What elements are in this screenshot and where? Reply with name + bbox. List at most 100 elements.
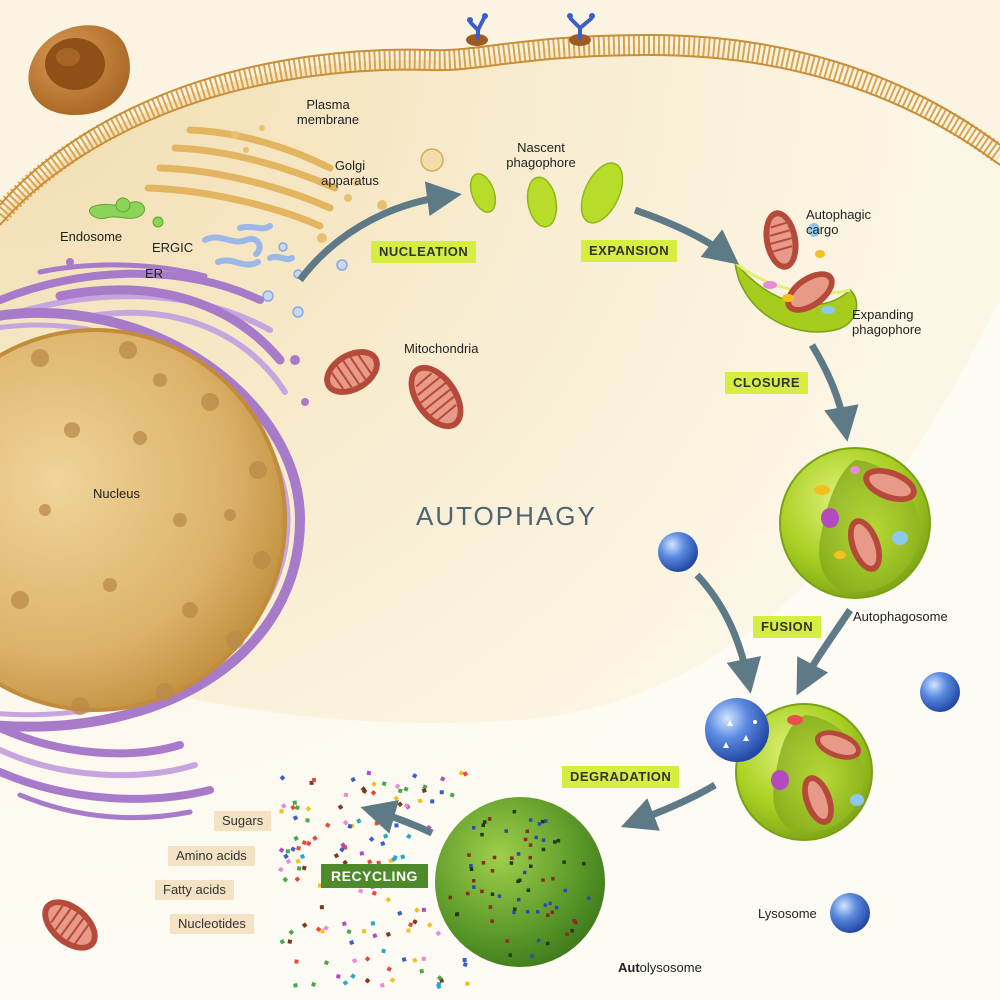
molecule-speck: [397, 910, 403, 916]
molecule-speck: [335, 974, 341, 979]
autolysosome: [435, 797, 605, 967]
degraded-fragment: [562, 860, 566, 864]
molecule-speck: [404, 803, 410, 808]
molecule-speck: [294, 805, 300, 811]
molecule-speck: [465, 981, 470, 986]
molecule-speck: [385, 931, 392, 937]
molecule-speck: [462, 771, 469, 777]
degraded-fragment: [513, 907, 517, 911]
degraded-fragment: [467, 853, 471, 857]
molecule-speck: [371, 890, 377, 896]
molecule-speck: [350, 776, 356, 783]
molecule-speck: [440, 776, 446, 782]
molecule-speck: [279, 775, 286, 781]
molecule-speck: [361, 928, 367, 934]
molecule-speck: [383, 833, 389, 839]
degraded-fragment: [523, 870, 527, 875]
molecule-speck: [339, 846, 345, 853]
molecule-speck: [325, 822, 331, 828]
degraded-fragment: [550, 910, 554, 915]
degraded-fragment: [551, 877, 555, 881]
molecule-speck: [343, 792, 349, 798]
degraded-fragment: [540, 819, 545, 824]
neighbor-cell: [28, 25, 130, 115]
product-amino-acids: Amino acids: [168, 846, 255, 866]
degraded-fragment: [525, 910, 530, 914]
molecule-speck: [342, 819, 349, 826]
molecule-speck: [397, 788, 403, 794]
molecule-speck: [421, 787, 427, 794]
molecule-speck: [278, 847, 285, 854]
degraded-fragment: [554, 905, 559, 910]
molecule-speck: [319, 904, 325, 910]
molecule-speck: [293, 983, 298, 988]
molecule-speck: [458, 770, 465, 776]
molecule-speck: [337, 804, 344, 810]
molecule-speck: [311, 981, 317, 988]
molecule-speck: [421, 907, 426, 912]
degraded-fragment: [528, 855, 532, 860]
molecule-speck: [364, 956, 371, 962]
degraded-fragment: [512, 810, 517, 814]
degraded-fragment: [536, 910, 540, 914]
molecule-speck: [385, 896, 392, 903]
molecule-speck: [367, 859, 373, 865]
degraded-fragment: [448, 895, 452, 900]
product-nucleotides: Nucleotides: [170, 914, 254, 934]
degraded-fragment: [455, 912, 459, 917]
er-vesicles: [66, 258, 309, 406]
molecule-speck: [281, 803, 287, 809]
molecule-speck: [370, 921, 376, 926]
degraded-fragment: [497, 894, 502, 898]
degraded-fragment: [525, 829, 530, 834]
degraded-fragment: [523, 837, 528, 842]
molecule-speck: [406, 833, 412, 840]
molecule-speck: [351, 957, 358, 964]
receptor-left: [466, 13, 488, 46]
molecule-speck: [333, 852, 340, 859]
mitochondrion-2: [408, 364, 464, 430]
molecule-speck: [449, 792, 455, 798]
golgi-apparatus: [144, 126, 339, 230]
molecule-speck: [462, 962, 468, 967]
label-autophagic-cargo: Autophagic cargo: [806, 207, 872, 237]
degraded-fragment: [469, 864, 473, 868]
degraded-fragment: [530, 954, 534, 958]
degraded-fragment: [504, 829, 508, 833]
label-autophagosome: Autophagosome: [853, 609, 948, 624]
molecule-speck: [406, 928, 411, 933]
degraded-fragment: [481, 861, 486, 865]
plasma-membrane: [0, 34, 1000, 222]
molecule-speck: [285, 858, 292, 865]
molecule-speck: [408, 922, 414, 928]
degraded-fragment: [516, 879, 520, 884]
degraded-fragment: [586, 896, 591, 900]
degraded-fragment: [492, 855, 497, 860]
molecule-speck: [386, 966, 392, 972]
molecule-speck: [347, 823, 353, 829]
degraded-fragment: [488, 905, 493, 909]
diagram-title: AUTOPHAGY: [416, 501, 597, 531]
molecule-speck: [340, 842, 346, 848]
label-ergic: ERGIC: [152, 240, 194, 255]
molecule-speck: [380, 841, 386, 847]
step-closure: CLOSURE: [725, 372, 809, 394]
label-autolysosome: Autolysosome: [618, 960, 702, 975]
molecule-speck: [368, 836, 375, 843]
molecule-speck: [315, 926, 322, 933]
degraded-fragment: [481, 823, 485, 827]
molecule-speck: [305, 818, 310, 823]
degraded-fragment: [553, 840, 557, 844]
molecule-speck: [394, 783, 401, 790]
degraded-fragment: [548, 901, 552, 906]
ergic-vesicles: [262, 242, 348, 318]
molecule-speck: [436, 981, 442, 987]
degraded-fragment: [563, 888, 567, 893]
degraded-fragment: [529, 864, 533, 868]
molecule-speck: [389, 977, 396, 983]
degraded-fragment: [480, 889, 484, 894]
label-golgi-apparatus: Golgi apparatus: [321, 158, 379, 188]
mitochondrion-3: [42, 899, 98, 951]
molecule-speck: [341, 921, 347, 927]
degraded-fragment: [528, 843, 533, 847]
